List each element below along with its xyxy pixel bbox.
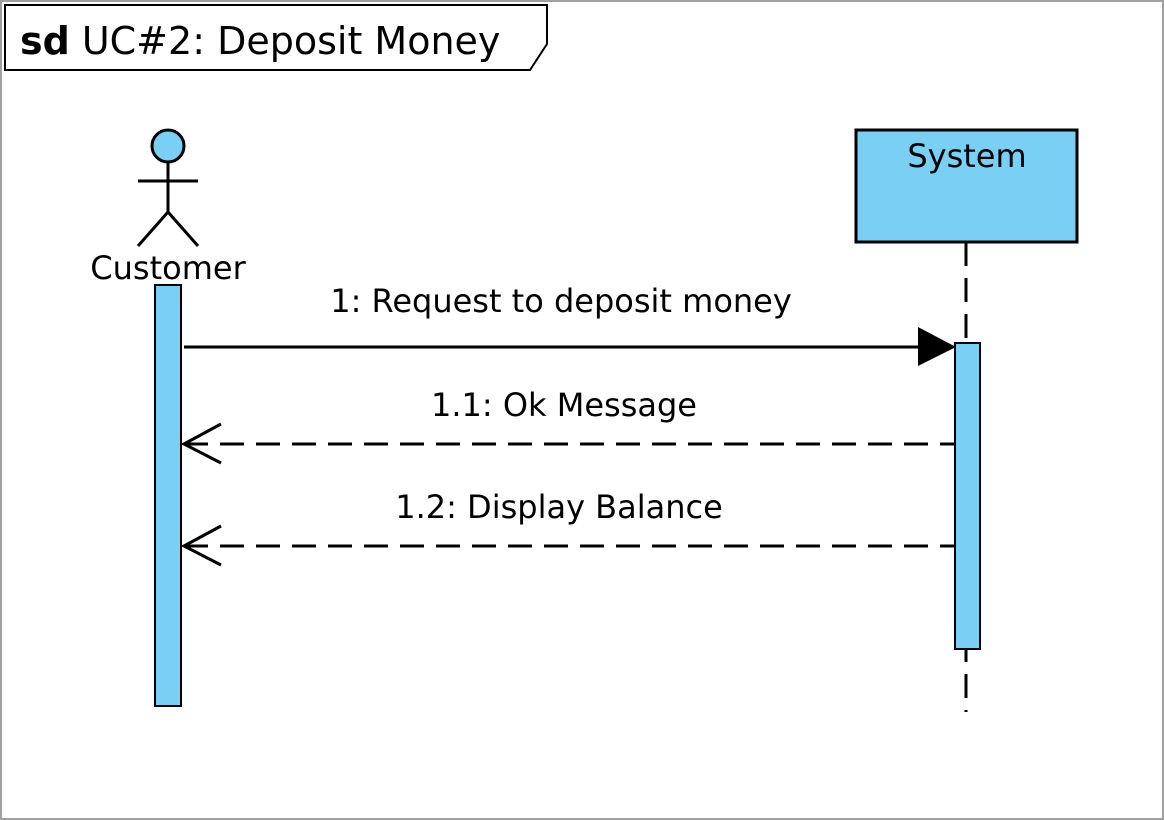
- customer-activation-bar: [154, 284, 182, 707]
- open-arrowhead-icon: [180, 422, 222, 465]
- frame-name-tag: [4, 4, 548, 71]
- message-label: 1.2: Display Balance: [395, 488, 723, 526]
- message-display-balance: 1.2: Display Balance: [180, 488, 955, 567]
- system-activation-bar: [954, 342, 981, 650]
- message-label: 1: Request to deposit money: [330, 282, 792, 320]
- message-ok-message: 1.1: Ok Message: [180, 386, 955, 465]
- customer-actor-icon: [136, 128, 200, 247]
- message-request-deposit: 1: Request to deposit money: [184, 282, 956, 366]
- frame-title-text: UC#2: Deposit Money: [82, 19, 501, 63]
- frame-keyword: sd: [20, 19, 70, 63]
- customer-lifeline-label: Customer: [90, 249, 246, 287]
- system-lifeline-label: System: [907, 137, 1026, 175]
- message-label: 1.1: Ok Message: [431, 386, 697, 424]
- filled-arrowhead-icon: [918, 327, 956, 366]
- frame-title: sd UC#2: Deposit Money: [20, 19, 500, 63]
- open-arrowhead-icon: [180, 524, 222, 567]
